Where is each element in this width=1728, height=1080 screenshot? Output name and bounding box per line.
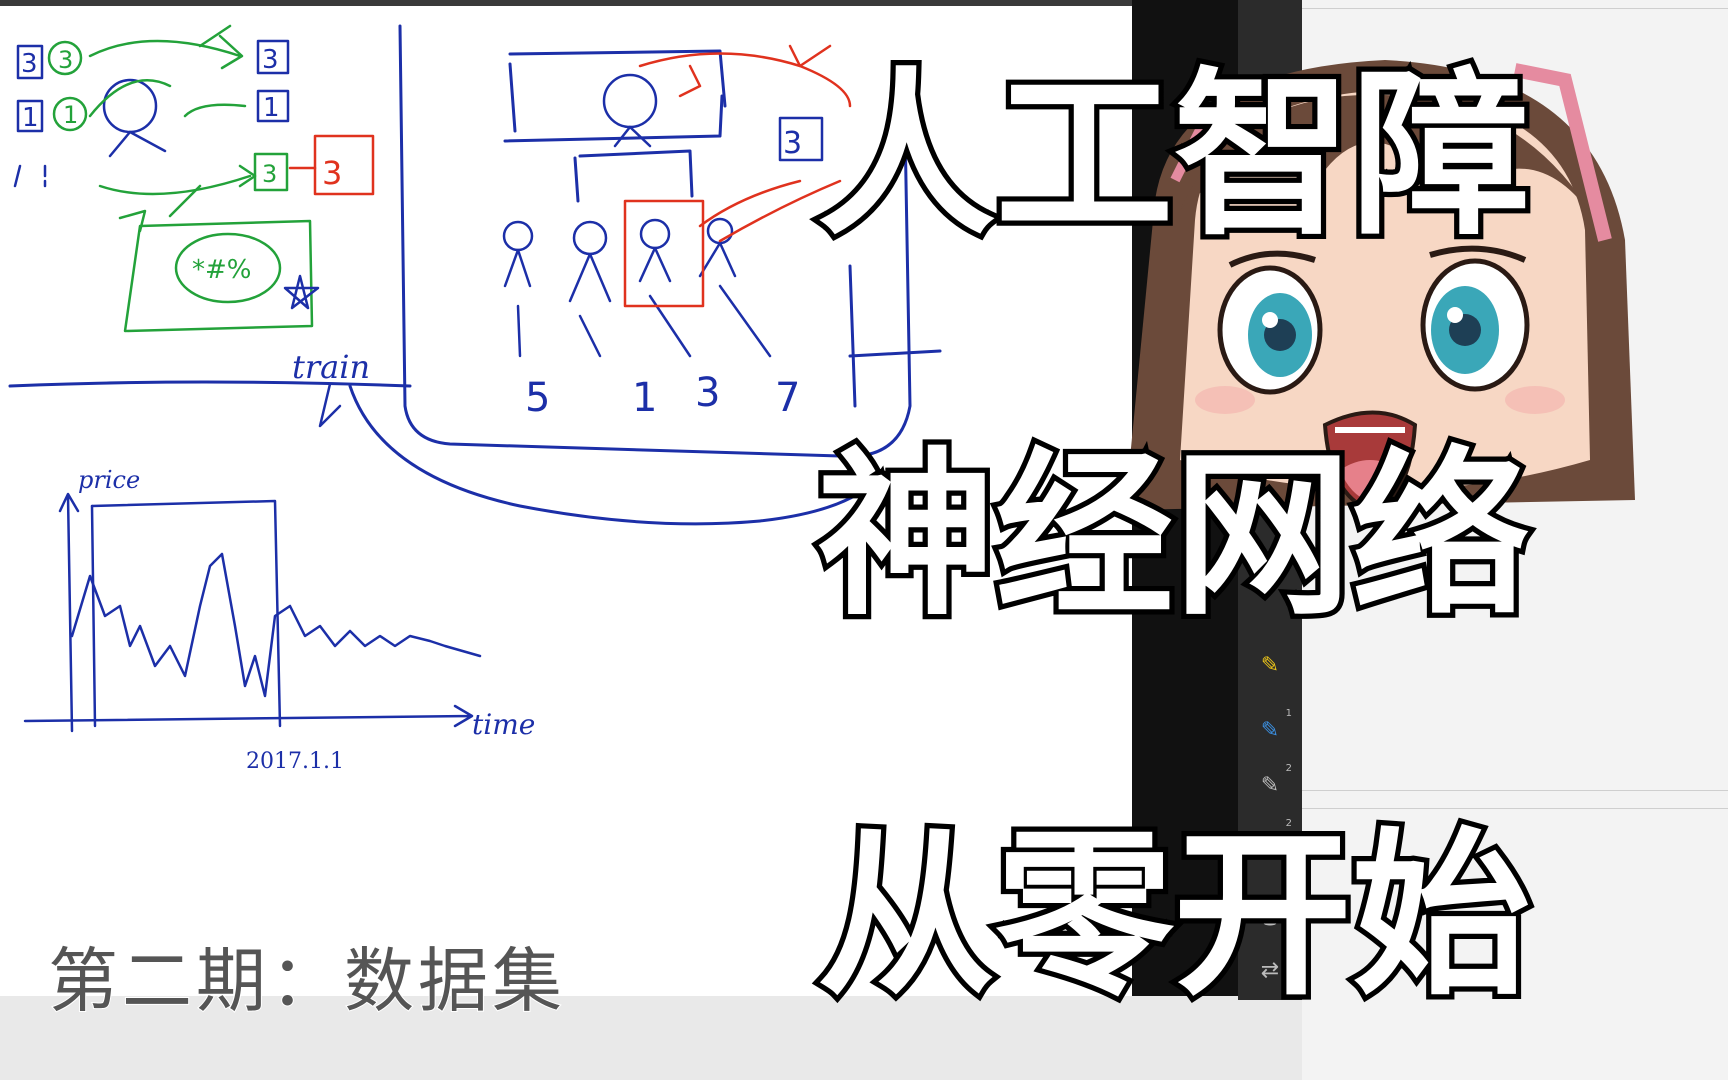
swap-tool[interactable]: ⇄ [1238, 945, 1302, 997]
hand-number: 7 [775, 375, 800, 421]
title-text: 人工智障 [817, 53, 1530, 245]
episode-subtitle: 第二期：数据集 [47, 939, 566, 1023]
box-label: 1 [22, 103, 39, 133]
noise-text: *#% [192, 255, 252, 285]
swap-icon: ⇄ [1260, 958, 1280, 983]
window-top-bar [0, 0, 1728, 6]
pen-blue-icon: ✎ [1260, 718, 1280, 743]
trash-tool[interactable]: 🗑 [1238, 890, 1302, 942]
whiteboard-canvas[interactable] [0, 6, 1132, 996]
pen-gray-tool[interactable]: ✎ 2 [1238, 760, 1302, 812]
trash-icon: 🗑 [1256, 903, 1284, 928]
title-line-3: 从零开始 [812, 808, 1535, 1005]
price-axis-label: price [78, 466, 140, 494]
price-chart-sketch [23, 492, 482, 733]
title-text: 从零开始 [817, 813, 1530, 1005]
title-line-1: 人工智障 [812, 48, 1535, 245]
date-label: 2017.1.1 [246, 749, 344, 774]
hand-number: 3 [695, 370, 720, 416]
tool-badge: 2 [1285, 763, 1292, 774]
svg-text:3: 3 [262, 160, 277, 188]
svg-text:1: 1 [63, 101, 78, 129]
box-label: 1 [263, 93, 280, 123]
pen-gray-icon: ✎ [1260, 773, 1280, 798]
title-line-2: 神经网络 [812, 428, 1535, 625]
box-label: 3 [262, 45, 279, 75]
anime-avatar [1125, 60, 1635, 513]
pen-dark-icon: – [1264, 828, 1276, 853]
svg-text:3: 3 [58, 46, 73, 74]
tool-badge: 1 [1285, 708, 1292, 719]
pen-blue-tool[interactable]: ✎ 1 [1238, 705, 1302, 757]
pen-yellow-tool[interactable]: ✎ [1238, 640, 1302, 692]
hand-number: 1 [632, 375, 657, 421]
hand-number: 5 [525, 375, 550, 421]
box-label: 3 [21, 49, 38, 79]
whiteboard-drawing: 5 1 3 7 3 3 1 1 3 1 3 *#% [8, 24, 942, 774]
box-label: 3 [322, 154, 342, 192]
pen-dark-tool[interactable]: – 2 [1238, 815, 1302, 867]
train-label: train [292, 348, 370, 386]
title-text: 神经网络 [817, 433, 1530, 625]
pen-yellow-icon: ✎ [1260, 653, 1280, 678]
time-axis-label: time [472, 708, 535, 741]
star-doodle [283, 274, 320, 310]
tool-badge: 2 [1285, 818, 1292, 829]
box-label: 3 [783, 126, 802, 161]
